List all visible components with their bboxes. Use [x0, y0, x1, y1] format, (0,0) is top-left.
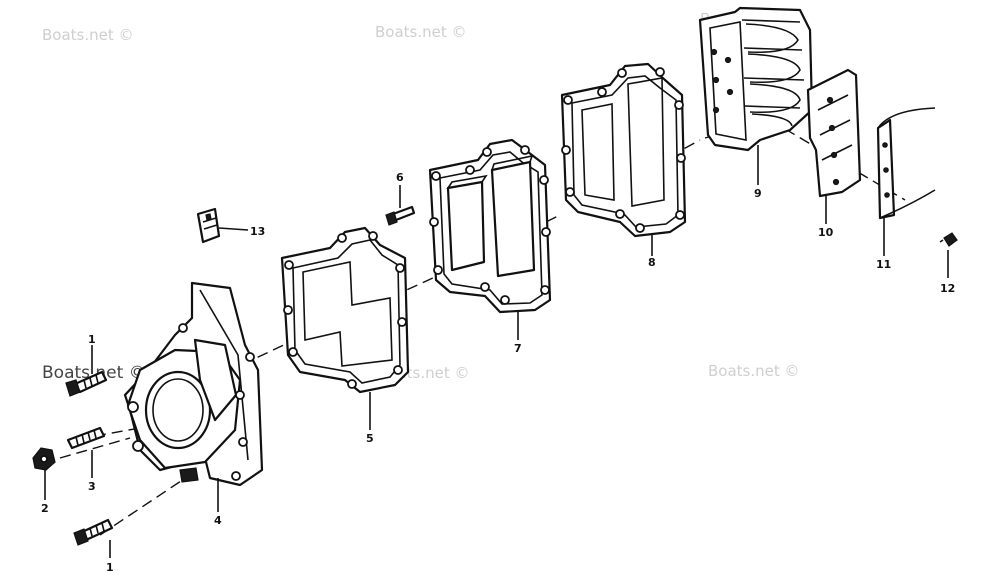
part-7-reed-plate	[428, 138, 552, 314]
callout-4: 4	[214, 514, 222, 527]
callout-9: 9	[754, 187, 762, 200]
part-13-plate	[196, 207, 221, 244]
callout-7: 7	[514, 342, 522, 355]
part-8-gasket	[560, 62, 687, 238]
part-1-bolt-upper	[65, 370, 108, 397]
part-11-reed-stop	[876, 107, 936, 220]
watermark-mid-right: Boats.net ©	[708, 362, 800, 380]
part-2-nut	[32, 447, 56, 471]
callout-11: 11	[876, 258, 891, 271]
part-9-reed-cage	[698, 6, 814, 152]
watermark-top-left: Boats.net ©	[42, 26, 134, 44]
callout-1-upper: 1	[88, 333, 96, 346]
part-12-screw	[939, 232, 958, 247]
part-4-intake-housing	[123, 281, 264, 487]
part-1-bolt-lower	[73, 518, 114, 546]
callout-2: 2	[41, 502, 49, 515]
callout-12: 12	[940, 282, 955, 295]
callout-1-lower: 1	[106, 561, 114, 574]
leader-13	[218, 227, 249, 231]
callout-13: 13	[250, 225, 265, 238]
part-10-reed-petals	[806, 68, 862, 198]
callout-3: 3	[88, 480, 96, 493]
callout-8: 8	[648, 256, 656, 269]
callout-10: 10	[818, 226, 834, 239]
callout-5: 5	[366, 432, 374, 445]
part-5-gasket	[280, 226, 410, 394]
callout-6: 6	[396, 171, 404, 184]
part-6-screw	[385, 205, 416, 226]
watermark-top-center: Boats.net ©	[375, 23, 467, 41]
watermark-left: Boats.net ©	[42, 363, 146, 383]
part-3-stud	[66, 426, 106, 450]
